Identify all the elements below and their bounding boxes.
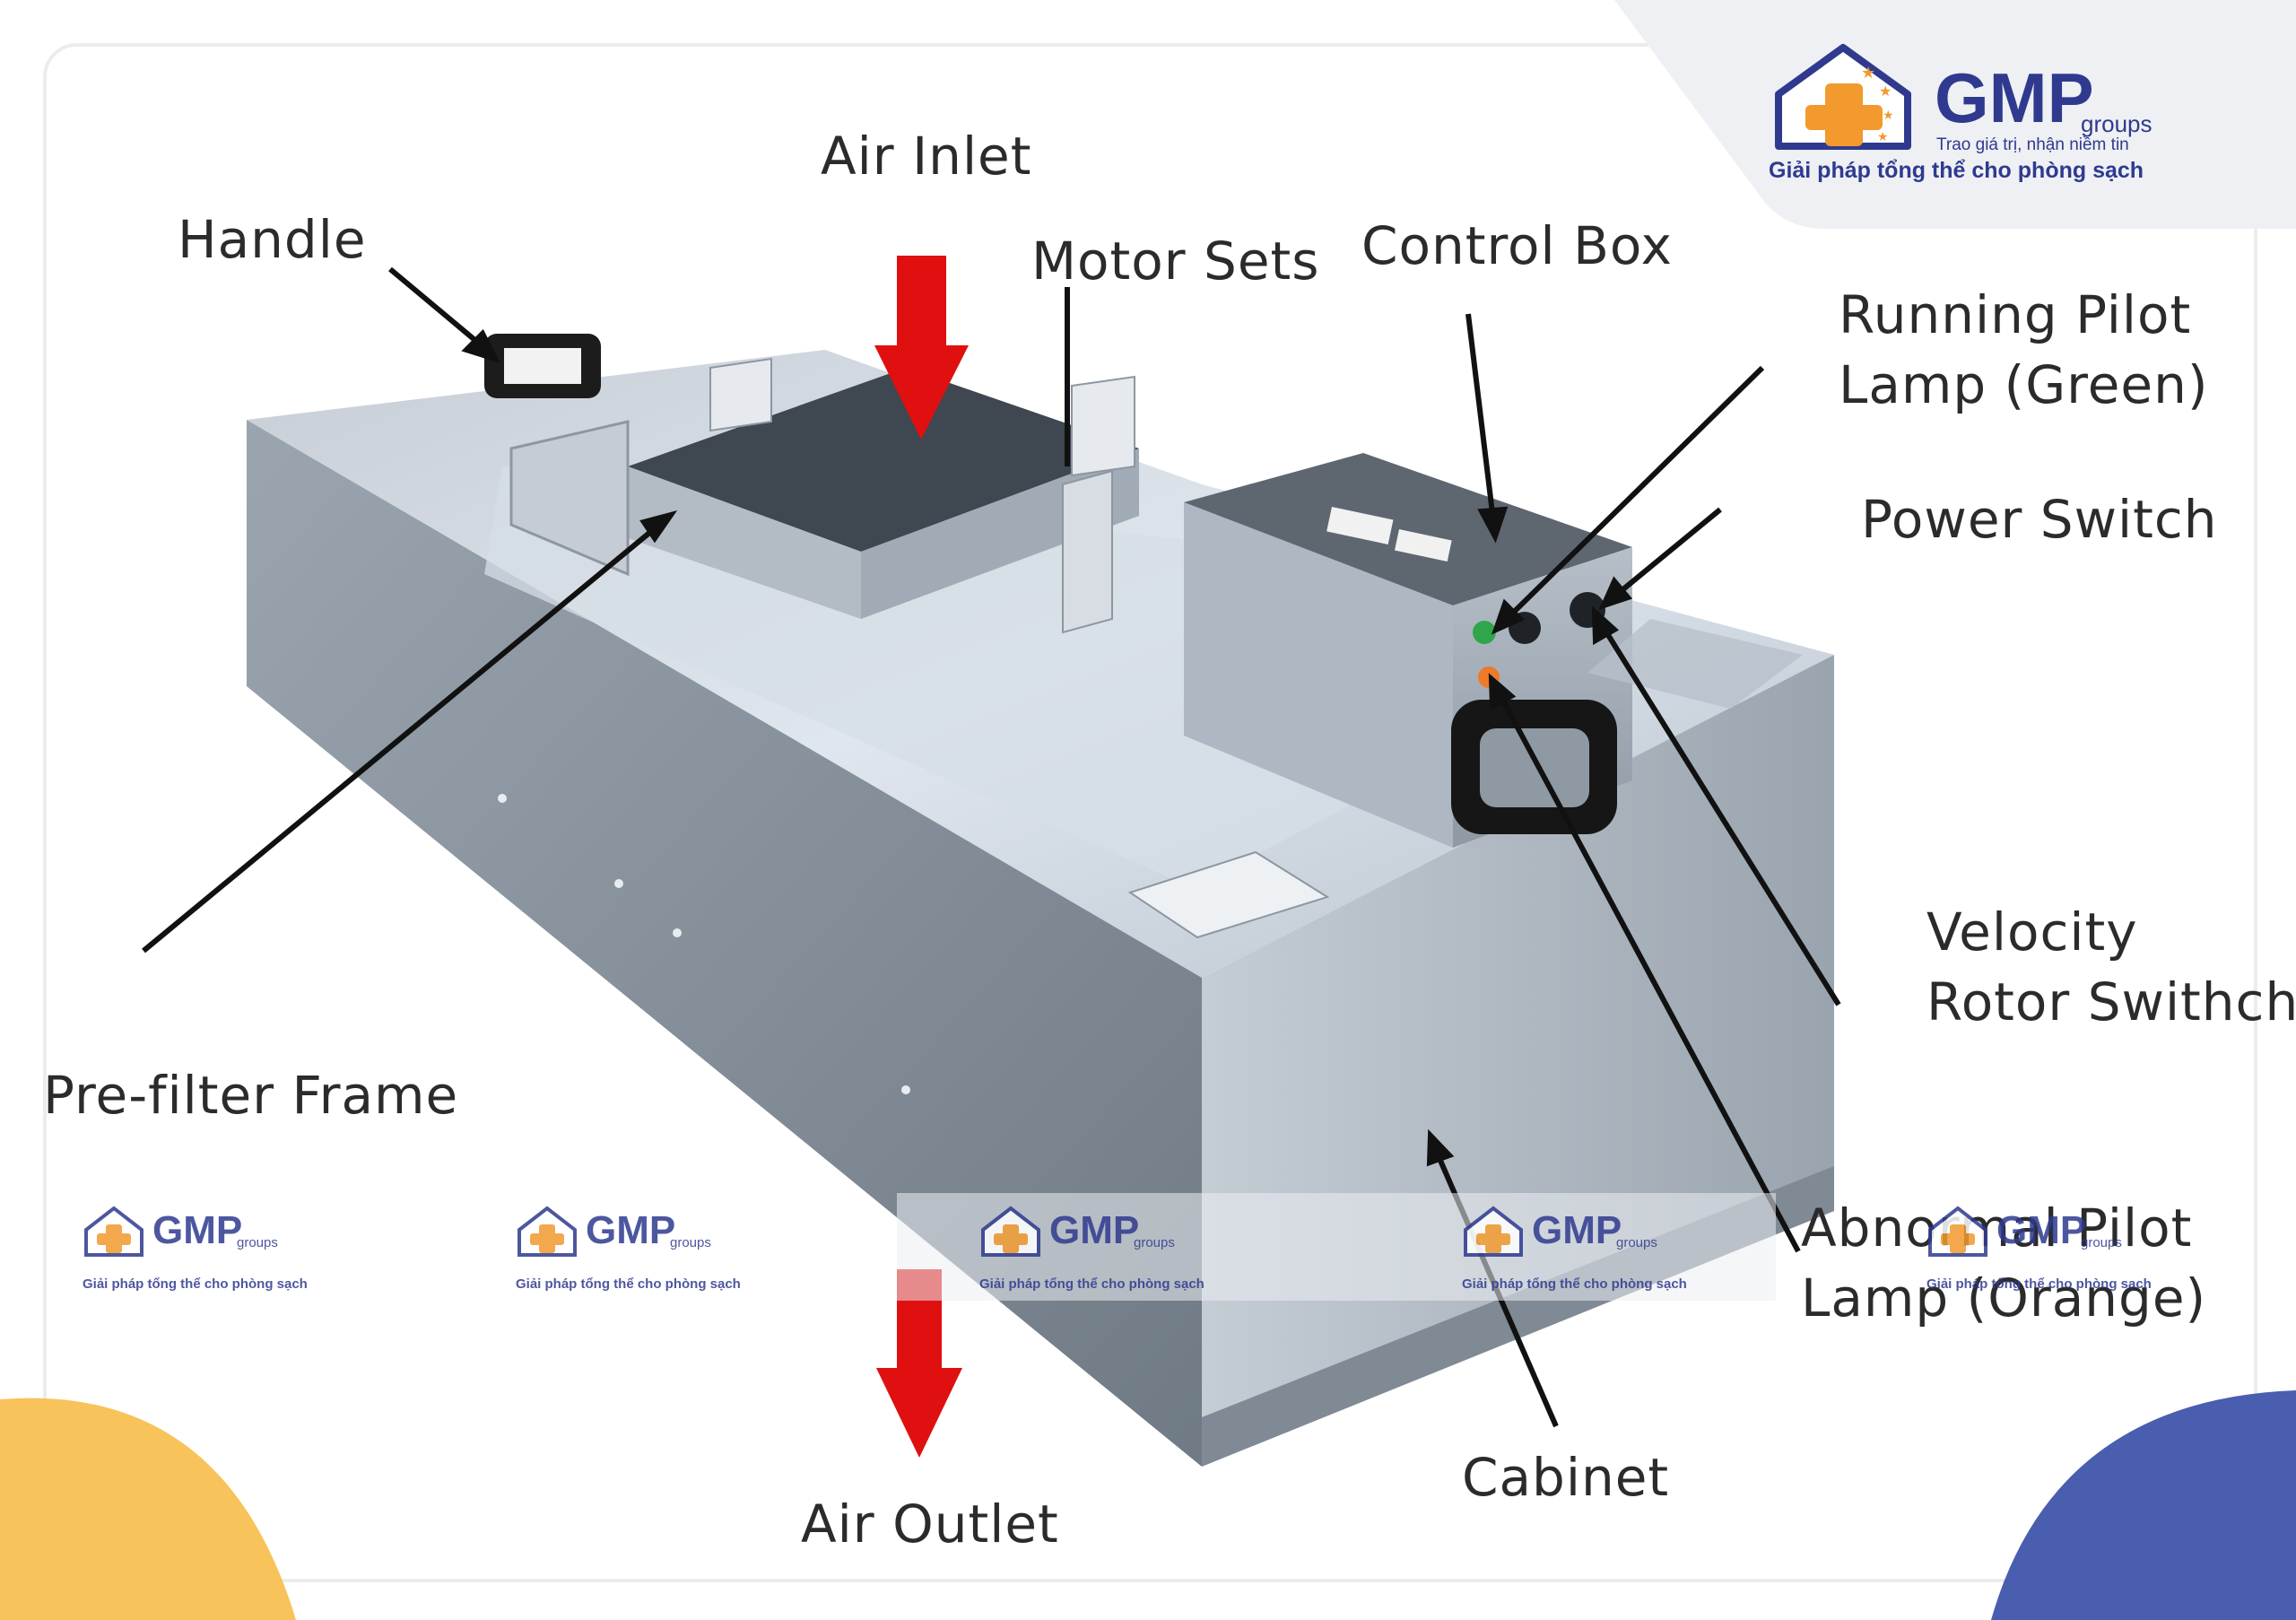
watermark-brand-groups: groups xyxy=(1616,1235,1657,1250)
leader-handle xyxy=(388,266,491,354)
watermark-brand-name: GMP xyxy=(152,1208,243,1252)
label-motor-sets: Motor Sets xyxy=(1031,231,1320,292)
label-air-inlet: Air Inlet xyxy=(821,126,1032,187)
label-pre-filter-frame: Pre-filter Frame xyxy=(43,1065,459,1126)
handle-part xyxy=(484,334,601,398)
watermark-tagline: Giải pháp tổng thể cho phòng sạch xyxy=(979,1276,1205,1292)
watermark-tagline: Giải pháp tổng thể cho phòng sạch xyxy=(1926,1276,2152,1292)
leader-pre-filter xyxy=(142,522,661,954)
leader-running-lamp xyxy=(1504,365,1765,622)
brand-name: GMP xyxy=(1935,58,2094,137)
label-running-pilot-lamp-2: Lamp (Green) xyxy=(1839,354,2209,415)
label-running-pilot-lamp-1: Running Pilot xyxy=(1839,284,2192,345)
brand-tagline: Giải pháp tổng thể cho phòng sạch xyxy=(1769,158,2144,183)
corner-blue-shape xyxy=(1991,1390,2296,1620)
label-plate xyxy=(1127,850,1330,939)
rivets xyxy=(498,794,910,1094)
watermark-brand-name: GMP xyxy=(1049,1208,1140,1252)
svg-text:★: ★ xyxy=(1879,83,1892,100)
label-control-box: Control Box xyxy=(1361,215,1673,276)
watermark-tagline: Giải pháp tổng thể cho phòng sạch xyxy=(516,1276,741,1292)
label-cabinet: Cabinet xyxy=(1462,1447,1670,1508)
house-logo-icon xyxy=(981,1206,1040,1257)
velocity-rotor-switch xyxy=(1451,700,1617,834)
house-logo-icon xyxy=(84,1206,144,1257)
leader-control-box xyxy=(1465,313,1496,521)
corner-yellow-shape xyxy=(0,1398,296,1620)
fan-housing-top xyxy=(628,368,1139,552)
watermark-brand-groups: groups xyxy=(237,1235,278,1250)
air-outlet-arrow xyxy=(876,1269,962,1458)
house-logo-icon xyxy=(517,1206,577,1257)
svg-text:★: ★ xyxy=(1883,109,1894,123)
watermark-logo-1: GMP groups Giải pháp tổng thể cho phòng … xyxy=(83,1205,352,1294)
watermark-tagline: Giải pháp tổng thể cho phòng sạch xyxy=(1462,1276,1687,1292)
motor-bracket-right xyxy=(1071,375,1135,477)
watermark-brand-groups: groups xyxy=(670,1235,711,1250)
label-air-outlet: Air Outlet xyxy=(801,1494,1059,1555)
watermark-brand-name: GMP xyxy=(1532,1208,1622,1252)
watermark-strip xyxy=(897,1193,1776,1301)
brand-groups: groups xyxy=(2081,110,2152,137)
house-logo-icon: ★ ★ ★ ★ xyxy=(1775,44,1911,150)
watermark-logo-3: GMP groups Giải pháp tổng thể cho phòng … xyxy=(979,1205,1248,1294)
label-velocity-1: Velocity xyxy=(1926,901,2138,962)
brand-slogan: Trao giá trị, nhận niềm tin xyxy=(1936,135,2129,154)
watermark-logo-5: GMP groups Giải pháp tổng thể cho phòng … xyxy=(1926,1205,2196,1294)
label-power-switch: Power Switch xyxy=(1861,489,2218,550)
brand-logo: ★ ★ ★ ★ GMP groups Trao giá trị, nhận ni… xyxy=(1769,40,2184,193)
label-handle: Handle xyxy=(178,209,367,270)
watermark-brand-name: GMP xyxy=(586,1208,676,1252)
header-tab-shape xyxy=(1614,0,2296,229)
watermark-logo-4: GMP groups Giải pháp tổng thể cho phòng … xyxy=(1462,1205,1731,1294)
leader-power-switch xyxy=(1613,507,1722,599)
frame-border xyxy=(43,43,2257,1582)
pre-filter-frame xyxy=(509,420,630,577)
watermark-brand-groups: groups xyxy=(2081,1235,2122,1250)
leader-velocity-switch xyxy=(1598,622,1841,1006)
watermark-brand-name: GMP xyxy=(1996,1208,2087,1252)
watermark-logo-2: GMP groups Giải pháp tổng thể cho phòng … xyxy=(516,1205,785,1294)
label-velocity-2: Rotor Swithch xyxy=(1926,971,2296,1032)
control-box-top xyxy=(1184,453,1632,605)
label-abnormal-lamp-2: Lamp (Orange) xyxy=(1801,1267,2207,1328)
leader-abnormal-lamp xyxy=(1495,689,1801,1253)
watermark-brand-groups: groups xyxy=(1134,1235,1175,1250)
svg-text:★: ★ xyxy=(1861,64,1875,83)
house-logo-icon xyxy=(1464,1206,1523,1257)
running-pilot-lamp xyxy=(1473,621,1496,644)
motor-bracket-left xyxy=(709,357,772,432)
label-abnormal-lamp-1: Abnormal Pilot xyxy=(1801,1198,2193,1259)
air-inlet-arrow xyxy=(874,256,969,440)
svg-text:★: ★ xyxy=(1877,130,1889,144)
watermark-tagline: Giải pháp tổng thể cho phòng sạch xyxy=(83,1276,308,1292)
house-logo-icon xyxy=(1928,1206,1987,1257)
